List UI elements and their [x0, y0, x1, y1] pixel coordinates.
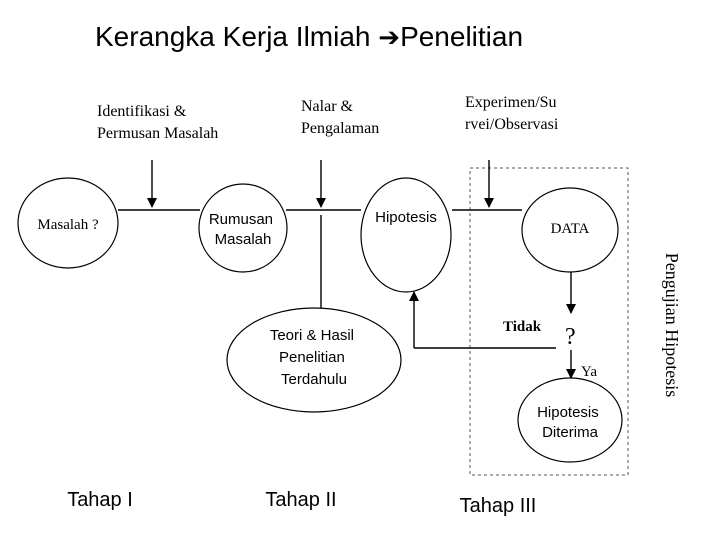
masalah-node [17, 177, 119, 269]
data-node [521, 187, 619, 273]
experimen-label: Experimen/Su rvei/Observasi [465, 94, 561, 133]
data-text: DATA [551, 221, 590, 237]
hipotesis-node [360, 177, 452, 293]
diterima-text: Hipotesis Diterima [537, 404, 603, 441]
rumusan-node [198, 183, 288, 273]
stage-1-label: Tahap I [67, 489, 133, 511]
ya-label: Ya [581, 364, 597, 380]
identifikasi-label: Identifikasi & Permusan Masalah [97, 103, 218, 142]
nalar-label: Nalar & Pengalaman [301, 98, 379, 137]
teori-text: Teori & Hasil Penelitian Terdahulu [270, 327, 358, 388]
decision-symbol: ? [565, 324, 576, 350]
masalah-text: Masalah ? [37, 217, 99, 233]
stage-3-label: Tahap III [460, 495, 537, 517]
stage-2-label: Tahap II [265, 489, 336, 511]
hipotesis-text: Hipotesis [375, 209, 437, 226]
page-title: Kerangka Kerja Ilmiah ➔Penelitian [95, 21, 523, 52]
tidak-label: Tidak [503, 319, 542, 335]
pengujian-region [469, 167, 629, 476]
rumusan-text: Rumusan Masalah [209, 211, 277, 248]
diterima-node [517, 377, 623, 463]
pengujian-label: Pengujian Hipotesis [662, 253, 682, 398]
arrow-right-icon: ➔ [378, 22, 400, 52]
teori-node [226, 307, 402, 413]
